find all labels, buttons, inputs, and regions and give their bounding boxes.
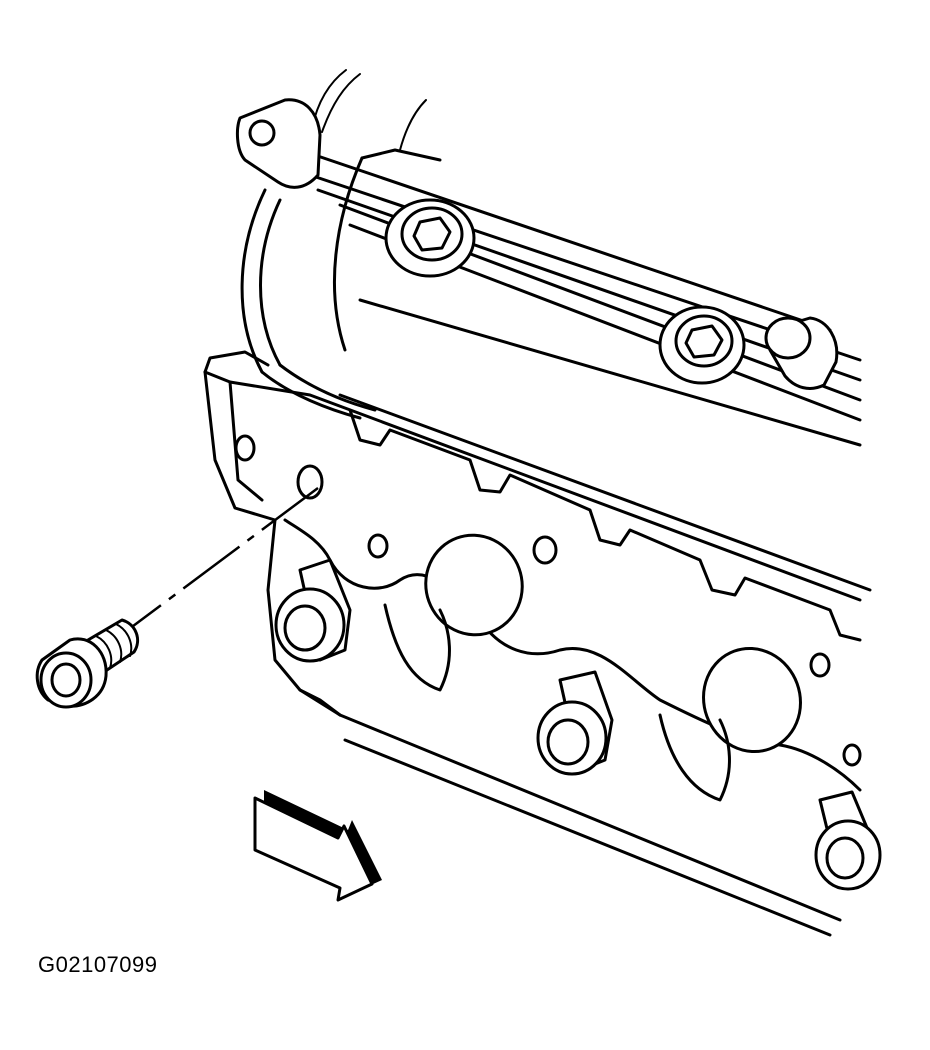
grommet-right: [764, 316, 839, 390]
manifold-stud-2: [536, 670, 614, 776]
plug-bolt: [35, 486, 319, 709]
manifold-stud-1: [274, 558, 352, 663]
lifting-bracket-left: [235, 98, 322, 189]
head-flange: [203, 350, 862, 937]
manifold-stud-3: [814, 790, 882, 891]
figure-code: G02107099: [38, 952, 158, 977]
cover-bolt-2: [658, 305, 746, 385]
front-direction-arrow: [253, 790, 382, 902]
manifold-runners: [298, 603, 731, 802]
cover-bolt-1: [384, 198, 476, 278]
